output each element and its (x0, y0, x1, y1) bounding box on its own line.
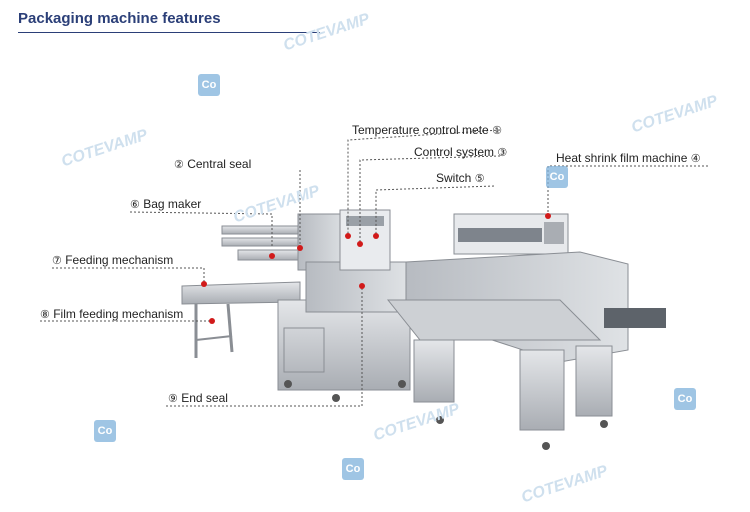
callout-label: Temperature control mete (352, 123, 489, 137)
callout-label: Bag maker (143, 197, 202, 211)
watermark-badge: Co (342, 458, 364, 480)
heat-shrink-tunnel (386, 213, 666, 450)
callout-label: Central seal (187, 157, 252, 171)
callout-feeding-mechanism: ⑦ Feeding mechanism (52, 253, 173, 268)
callout-label: Switch (436, 171, 472, 185)
callout-switch: Switch ⑤ (436, 171, 485, 186)
callout-number: ⑥ (130, 199, 140, 211)
callout-number: ③ (497, 147, 508, 159)
callout-leaders (40, 129, 708, 407)
callout-label: Heat shrink film machine (556, 151, 688, 165)
page-title: Packaging machine features (18, 10, 221, 27)
callout-number: ① (492, 125, 502, 137)
callout-label: Feeding mechanism (65, 253, 174, 267)
callout-control-system: Control system ③ (414, 145, 507, 160)
callout-number: ⑤ (474, 173, 485, 185)
callout-label: Film feeding mechanism (53, 307, 184, 321)
feature-markers (201, 213, 551, 324)
title-underline (18, 32, 320, 33)
callout-number: ④ (690, 153, 701, 165)
watermark-badge: Co (546, 166, 568, 188)
flow-wrapper-body (277, 209, 411, 402)
callout-number: ② (174, 159, 184, 171)
callout-label: End seal (181, 391, 228, 405)
callout-number: ⑧ (40, 309, 50, 321)
watermark-badge: Co (198, 74, 220, 96)
callout-temperature-control: Temperature control mete ① (352, 123, 502, 138)
feeding-conveyor (181, 281, 301, 358)
callout-end-seal: ⑨ End seal (168, 391, 228, 406)
watermark-badge: Co (94, 420, 116, 442)
callout-film-feeding: ⑧ Film feeding mechanism (40, 307, 183, 322)
callout-heat-shrink: Heat shrink film machine ④ (556, 151, 701, 166)
watermark-badge: Co (674, 388, 696, 410)
callout-number: ⑨ (168, 393, 178, 405)
callout-number: ⑦ (52, 255, 62, 267)
callout-bag-maker: ⑥ Bag maker (130, 197, 201, 212)
callout-central-seal: ② Central seal (174, 157, 251, 172)
callout-label: Control system (414, 145, 495, 159)
